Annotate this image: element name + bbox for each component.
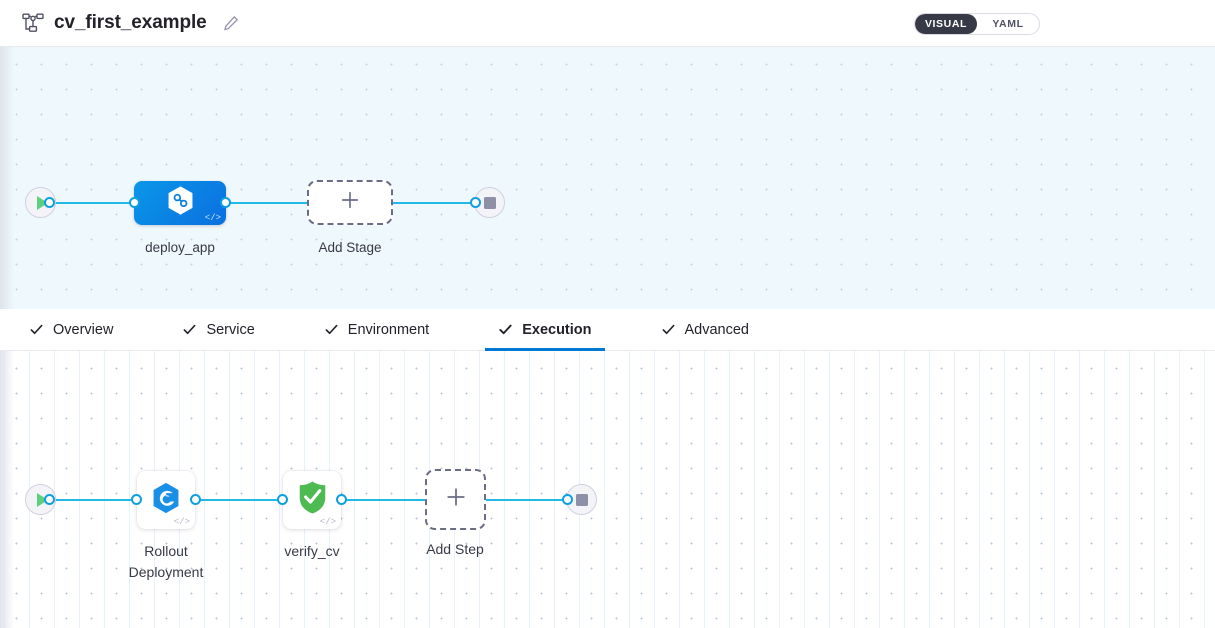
add-stage-label: Add Stage [318, 240, 382, 255]
connector-addstage-to-end [392, 202, 484, 204]
check-icon [324, 322, 339, 337]
port-deploy-out[interactable] [220, 197, 231, 208]
code-badge-icon: </> [319, 517, 336, 527]
port-verify-out[interactable] [336, 494, 347, 505]
port-start-out[interactable] [44, 197, 55, 208]
play-icon [37, 195, 48, 210]
add-step-button[interactable] [425, 469, 486, 530]
connector-verify-to-addstep [338, 499, 426, 501]
add-step-label: Add Step [426, 541, 484, 557]
stage-graph-canvas[interactable]: </> deploy_app Add Stage [0, 47, 1215, 309]
port-step-start-out[interactable] [44, 494, 55, 505]
canvas-left-shadow [0, 351, 14, 628]
connector-rollout-to-verify [192, 499, 286, 501]
code-badge-icon: </> [204, 213, 221, 223]
port-deploy-in[interactable] [129, 197, 140, 208]
stage-start-node[interactable] [25, 187, 56, 218]
stop-square-icon [575, 493, 588, 506]
port-step-end-in[interactable] [562, 494, 573, 505]
pipeline-nodes-icon [22, 13, 44, 33]
check-icon [182, 322, 197, 337]
visual-yaml-toggle[interactable]: VISUAL YAML [914, 13, 1040, 35]
plus-icon [445, 486, 467, 513]
connector-addstep-to-end [485, 499, 575, 501]
page-title: cv_first_example [54, 12, 207, 33]
step-label-rollout-deployment: Rollout Deployment [96, 541, 236, 583]
tab-service[interactable]: Service [169, 309, 267, 350]
check-icon [498, 322, 513, 337]
verify-shield-check-icon [297, 480, 328, 520]
port-rollout-in[interactable] [131, 494, 142, 505]
code-badge-icon: </> [173, 517, 190, 527]
harness-hexagon-icon [166, 185, 195, 221]
connector-start-to-deploy [46, 202, 138, 204]
stop-square-icon [483, 196, 496, 209]
toggle-option-yaml[interactable]: YAML [992, 18, 1024, 30]
play-icon [37, 492, 48, 507]
app-header: cv_first_example VISUAL YAML [0, 0, 1215, 47]
tab-label: Service [206, 321, 255, 338]
tab-label: Execution [522, 321, 592, 338]
header-left-group: cv_first_example [0, 12, 239, 34]
port-verify-in[interactable] [277, 494, 288, 505]
stage-end-node[interactable] [474, 187, 505, 218]
plus-icon [340, 190, 360, 215]
check-icon [29, 322, 44, 337]
connector-start-to-rollout [46, 499, 141, 501]
step-node-verify-cv[interactable]: </> [283, 471, 341, 529]
port-end-in[interactable] [470, 197, 481, 208]
tab-execution[interactable]: Execution [485, 309, 605, 351]
tab-label: Overview [53, 321, 114, 338]
step-label-line-2: Deployment [128, 564, 204, 580]
stage-node-deploy-app[interactable]: </> [134, 181, 226, 225]
tab-advanced[interactable]: Advanced [648, 309, 763, 350]
tab-label: Environment [347, 321, 430, 338]
port-rollout-out[interactable] [190, 494, 201, 505]
step-label-line-1: Rollout [144, 543, 188, 559]
step-node-rollout-deployment[interactable]: </> [137, 471, 195, 529]
canvas-left-shadow [0, 47, 14, 309]
toggle-option-visual[interactable]: VISUAL [915, 14, 977, 34]
execution-steps-canvas[interactable]: </> Rollout Deployment </> verify_cv Add… [0, 351, 1215, 628]
check-icon [661, 322, 676, 337]
add-stage-button[interactable] [307, 180, 393, 225]
rollout-deployment-hexagon-icon [150, 481, 182, 520]
tab-label: Advanced [684, 321, 750, 338]
connector-deploy-to-addstage [222, 202, 308, 204]
tab-overview[interactable]: Overview [16, 309, 126, 350]
step-label-verify-cv: verify_cv [284, 543, 340, 559]
stage-config-tabs[interactable]: Overview Service Environment Execution A… [0, 309, 1215, 351]
tab-environment[interactable]: Environment [311, 309, 442, 350]
stage-label-deploy-app: deploy_app [145, 240, 215, 255]
pencil-edit-icon[interactable] [223, 15, 239, 31]
